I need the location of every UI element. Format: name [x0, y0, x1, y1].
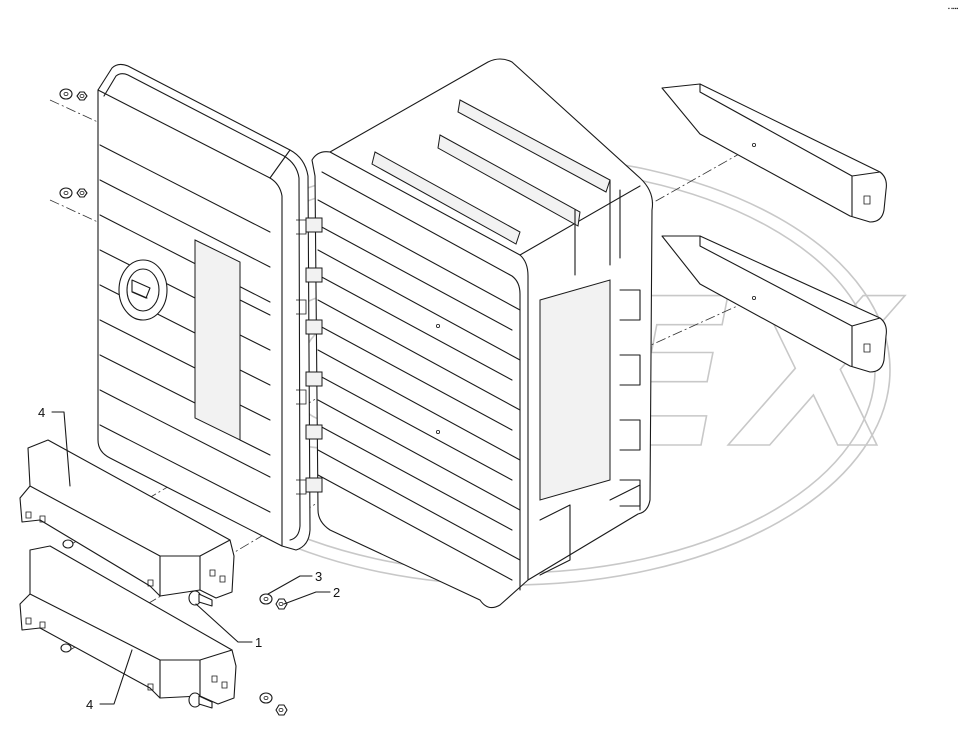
washer-upper	[259, 593, 273, 605]
callout-2: 2	[283, 585, 340, 605]
washer-nut-set-upper	[59, 88, 88, 101]
toolbox-lid	[97, 63, 311, 551]
toolbox-body	[305, 58, 654, 609]
bolt-upper	[188, 590, 213, 607]
bracket-lower-left-top	[19, 439, 235, 599]
callout-3: 3	[267, 569, 322, 595]
washer-lower	[259, 692, 273, 704]
nut-lower	[275, 704, 288, 716]
callout-4-bottom-label: 4	[86, 697, 93, 712]
callout-1-label: 1	[255, 635, 262, 650]
callout-4-bottom: 4	[86, 649, 133, 712]
hinge-row	[305, 217, 323, 493]
lock-handle	[118, 259, 168, 321]
nut-upper	[275, 598, 288, 610]
washer-nut-set-lower	[59, 187, 88, 199]
corner-code: ▪ ▪▪▪▪	[948, 6, 958, 12]
bracket-lower-right	[661, 235, 887, 373]
bracket-upper-right	[661, 83, 887, 223]
callout-3-label: 3	[315, 569, 322, 584]
callout-1: 1	[195, 603, 262, 650]
callout-4-top-label: 4	[38, 405, 45, 420]
callout-4-top: 4	[38, 405, 71, 487]
bolt-lower	[188, 692, 213, 709]
callout-2-label: 2	[333, 585, 340, 600]
bracket-lower-left-bottom	[19, 545, 237, 705]
